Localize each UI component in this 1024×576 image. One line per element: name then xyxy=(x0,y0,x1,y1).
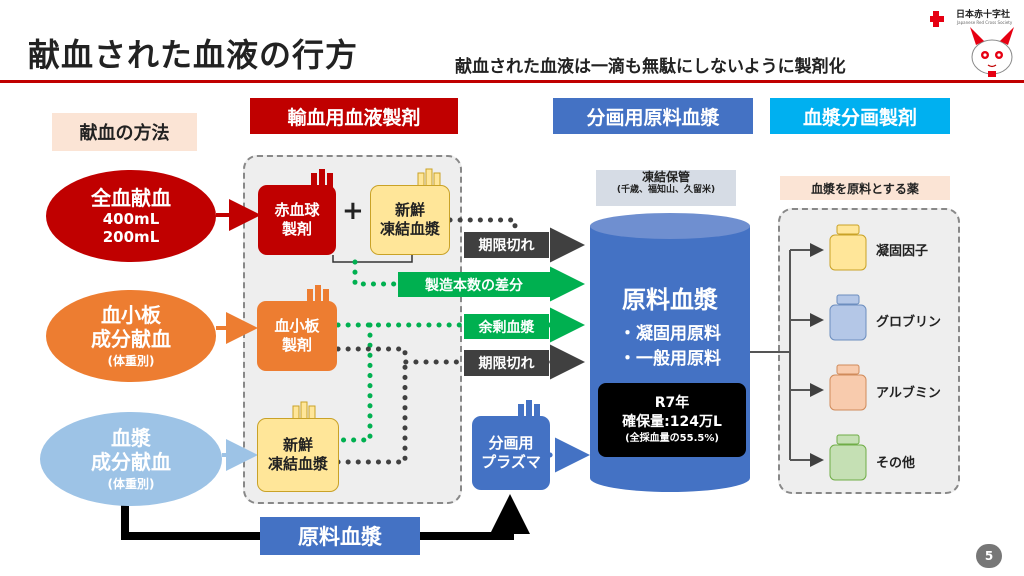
plasma-title-1: 血漿 xyxy=(111,426,151,451)
whole-blood-200: 200mL xyxy=(102,228,160,246)
reserve-amount: 確保量:124万L xyxy=(622,414,722,431)
fraction-plasma-line-1: 分画用 xyxy=(488,433,534,452)
medicines-header: 血漿を原料とする薬 xyxy=(780,176,950,200)
page-title: 献血された血液の行方 xyxy=(28,36,359,74)
platelet-line-1: 血小板 xyxy=(274,316,320,335)
fraction-plasma-bag-tabs xyxy=(518,400,540,422)
reserve-year: R7年 xyxy=(654,395,690,412)
medicine-albumin: アルブミン xyxy=(876,386,941,401)
plasma-title-2: 成分献血 xyxy=(91,450,171,475)
platelet-product: 血小板 製剤 xyxy=(257,301,337,371)
red-cross-logo xyxy=(930,11,1014,77)
page-number: 5 xyxy=(976,544,1002,568)
platelet-note: (体重別) xyxy=(107,354,155,369)
ffp-top-line-1: 新鮮 xyxy=(394,200,425,219)
ffp-top-bag-tabs xyxy=(417,168,441,191)
tank-item-2: ・一般用原料 xyxy=(619,349,721,369)
platelet-bag-tabs xyxy=(307,285,329,307)
raw-plasma-route-label: 原料血漿 xyxy=(260,517,420,555)
ffp-top-product: 新鮮 凍結血漿 xyxy=(370,185,450,255)
whole-blood-title: 全血献血 xyxy=(91,186,171,210)
plus-sign: + xyxy=(342,196,364,226)
rbc-product: 赤血球 製剤 xyxy=(258,185,336,255)
storage-locations: (千歳、福知山、久留米) xyxy=(616,185,716,195)
fraction-plasma-product: 分画用 プラズマ xyxy=(472,416,550,490)
expired-label-2: 期限切れ xyxy=(464,350,549,376)
plasma-donation: 血漿 成分献血 (体重別) xyxy=(40,412,222,506)
tank-content: 原料血漿 ・凝固用原料 ・一般用原料 xyxy=(588,280,752,369)
whole-blood-400: 400mL xyxy=(102,210,160,228)
rbc-line-1: 赤血球 xyxy=(274,200,320,219)
expired-label-1: 期限切れ xyxy=(464,232,549,258)
fractionation-plasma-tag: 分画用原料血漿 xyxy=(553,98,753,134)
page-subtitle: 献血された血液は一滴も無駄にしないように製剤化 xyxy=(455,57,846,77)
platelet-donation: 血小板 成分献血 (体重別) xyxy=(46,290,216,382)
ffp-bottom-product: 新鮮 凍結血漿 xyxy=(257,418,339,492)
donation-method-label: 献血の方法 xyxy=(52,113,197,151)
org-name-en: Japanese Red Cross Society xyxy=(957,20,1013,25)
rbc-line-2: 製剤 xyxy=(281,220,312,238)
ffp-bottom-bag-tabs xyxy=(292,401,316,424)
platelet-title-1: 血小板 xyxy=(101,303,161,328)
coagulation-factor-bottle-icon xyxy=(829,224,867,271)
ffp-bottom-line-2: 凍結血漿 xyxy=(267,455,328,473)
platelet-title-2: 成分献血 xyxy=(91,327,171,352)
platelet-line-2: 製剤 xyxy=(281,336,312,354)
transfusion-products-tag: 輸血用血液製剤 xyxy=(250,98,458,134)
tank-item-1: ・凝固用原料 xyxy=(619,324,721,344)
plasma-note: (体重別) xyxy=(107,477,155,492)
tank-title: 原料血漿 xyxy=(622,286,718,314)
fraction-plasma-line-2: プラズマ xyxy=(481,453,541,471)
ffp-top-line-2: 凍結血漿 xyxy=(379,220,440,238)
reserve-ratio: (全採血量の55.5%) xyxy=(625,433,719,445)
albumin-bottle-icon xyxy=(829,364,867,411)
surplus-plasma-label: 余剰血漿 xyxy=(464,314,549,339)
reserve-stat-box: R7年 確保量:124万L (全採血量の55.5%) xyxy=(598,383,746,457)
medicine-globulin: グロブリン xyxy=(876,315,942,330)
storage-title: 凍結保管 xyxy=(641,170,690,184)
medicines-box xyxy=(778,208,960,494)
other-medicine-bottle-icon xyxy=(829,434,867,481)
rbc-bag-tabs xyxy=(311,169,333,191)
ffp-bottom-line-1: 新鮮 xyxy=(282,435,313,454)
production-diff-label: 製造本数の差分 xyxy=(398,272,550,297)
medicine-coagulation-factor: 凝固因子 xyxy=(876,244,929,259)
plasma-derivatives-tag: 血漿分画製剤 xyxy=(770,98,950,134)
globulin-bottle-icon xyxy=(829,294,867,341)
frozen-storage-label: 凍結保管 (千歳、福知山、久留米) xyxy=(596,170,736,206)
whole-blood-donation: 全血献血 400mL 200mL xyxy=(46,170,216,262)
title-divider xyxy=(0,80,1024,83)
org-name: 日本赤十字社 xyxy=(956,10,1011,20)
medicine-other: その他 xyxy=(876,456,916,471)
